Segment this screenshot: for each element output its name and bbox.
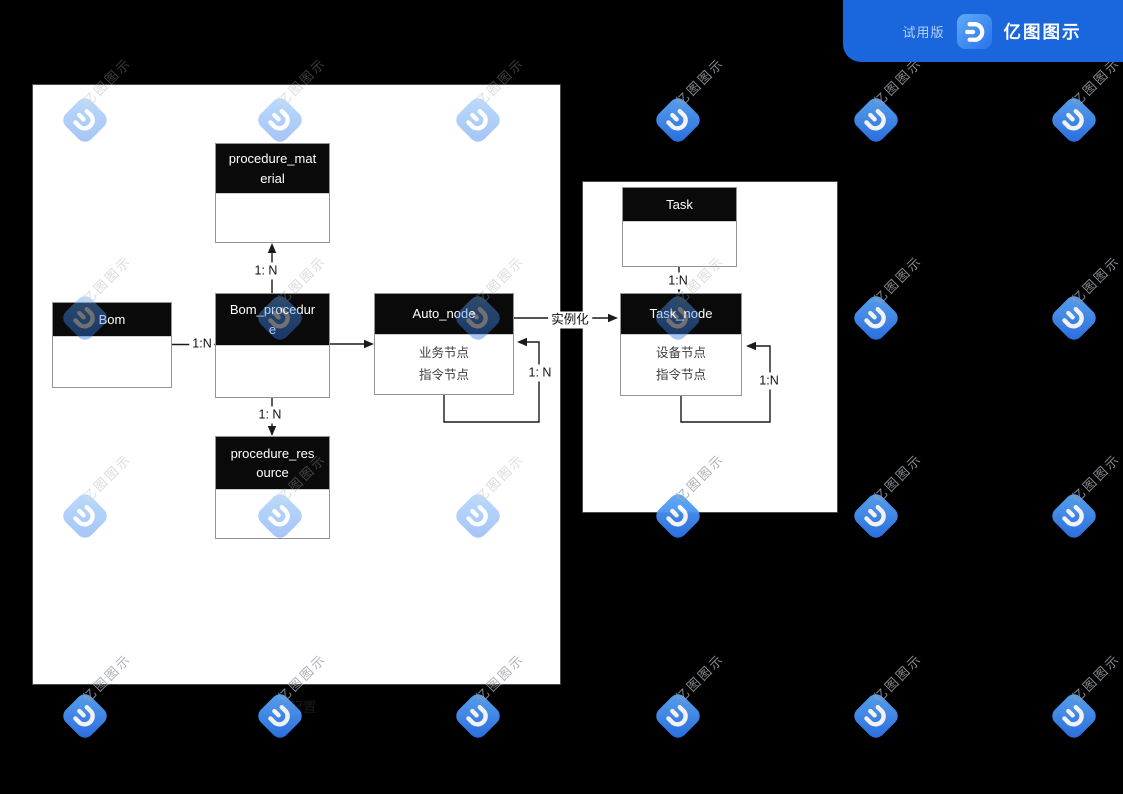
entity-task[interactable]: Task xyxy=(622,187,737,267)
trial-version-label: 试用版 xyxy=(902,24,945,40)
label-instantiate: 实例化 xyxy=(548,311,592,329)
entity-procedure-resource-body xyxy=(216,490,329,538)
label-tasknode-selfloop: 1:N xyxy=(756,372,782,390)
label-bomprocedure-resource: 1: N xyxy=(255,406,285,424)
entity-procedure-resource[interactable]: procedure_resource xyxy=(215,436,330,539)
entity-procedure-material-body xyxy=(216,194,329,242)
entity-bom-procedure[interactable]: Bom_procedure xyxy=(215,293,330,398)
label-bomprocedure-material: 1: N xyxy=(251,262,281,280)
entity-bom-procedure-body xyxy=(216,346,329,397)
edraw-logo-icon xyxy=(956,13,992,49)
entity-bom[interactable]: Bom xyxy=(52,302,172,388)
task-node-attr-device: 设备节点 xyxy=(655,346,706,361)
auto-node-attr-business: 业务节点 xyxy=(418,345,469,360)
entity-task-title: Task xyxy=(623,188,736,222)
entity-bom-title: Bom xyxy=(53,303,171,337)
entity-procedure-material-title: procedure_material xyxy=(216,144,329,194)
entity-auto-node[interactable]: Auto_node 业务节点 指令节点 xyxy=(374,293,514,395)
entity-task-node[interactable]: Task_node 设备节点 指令节点 xyxy=(620,293,742,396)
entity-procedure-material[interactable]: procedure_material xyxy=(215,143,330,243)
brand-name: 亿图图示 xyxy=(1003,21,1082,42)
entity-task-node-title: Task_node xyxy=(621,294,741,335)
label-autonode-selfloop: 1: N xyxy=(525,364,555,382)
entity-task-node-body: 设备节点 指令节点 xyxy=(621,335,741,395)
entity-task-body xyxy=(623,222,736,266)
entity-auto-node-body: 业务节点 指令节点 xyxy=(375,335,513,394)
group-config-caption: 配置 xyxy=(288,700,318,715)
trial-banner[interactable]: 试用版 亿图图示 xyxy=(843,0,1123,62)
entity-procedure-resource-title: procedure_resource xyxy=(216,437,329,490)
task-node-attr-command: 指令节点 xyxy=(655,368,706,382)
entity-bom-procedure-title: Bom_procedure xyxy=(216,294,329,346)
auto-node-attr-command: 指令节点 xyxy=(418,367,469,382)
entity-bom-body xyxy=(53,337,171,387)
entity-auto-node-title: Auto_node xyxy=(375,294,513,335)
label-bom-bomprocedure: 1:N xyxy=(189,335,215,353)
label-task-tasknode: 1:N xyxy=(665,272,691,290)
